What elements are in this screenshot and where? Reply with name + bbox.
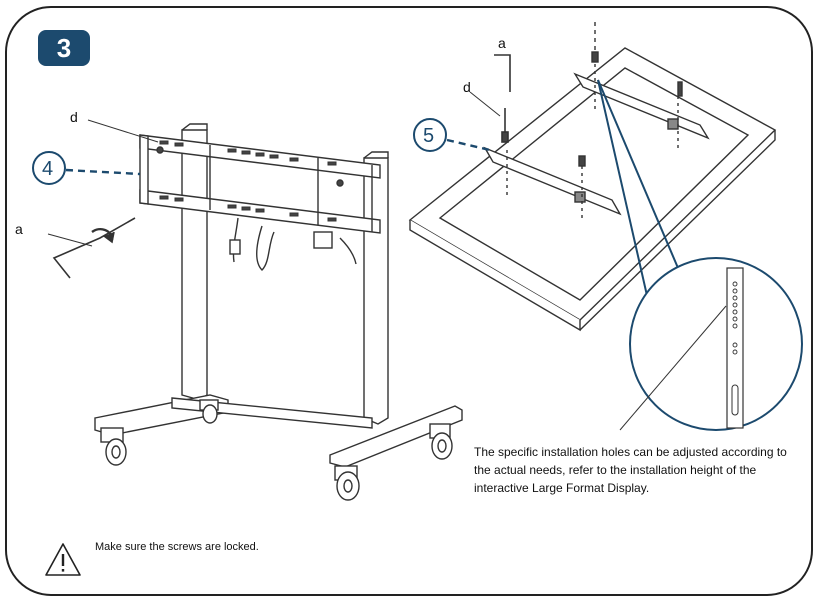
warning-triangle-icon [45, 543, 81, 576]
instruction-panel [5, 6, 813, 596]
zoom-lines [597, 79, 679, 301]
callout-4-circle [32, 151, 66, 185]
label-a-left: a [15, 221, 23, 237]
mobile-stand [94, 123, 463, 501]
label-a-right: a [498, 35, 506, 51]
installation-note: The specific installation holes can be a… [474, 445, 787, 495]
callout-5-circle [413, 118, 447, 152]
callout-4-dashed-line [65, 168, 141, 176]
label-d-left: d [70, 109, 78, 125]
callout-5-dashed-line [446, 138, 491, 152]
leader-lines-left [47, 119, 159, 247]
label-d-right: d [463, 79, 471, 95]
detail-zoom-circle [619, 257, 803, 431]
callout-4-number: 4 [42, 158, 53, 180]
allen-key-illustration [52, 217, 136, 279]
callout-5-number: 5 [423, 125, 434, 147]
step-number-badge: 3 [38, 30, 90, 66]
tools-right-illustration [469, 54, 511, 143]
display-panel [408, 22, 777, 332]
warning-text: Make sure the screws are locked. [95, 541, 259, 553]
